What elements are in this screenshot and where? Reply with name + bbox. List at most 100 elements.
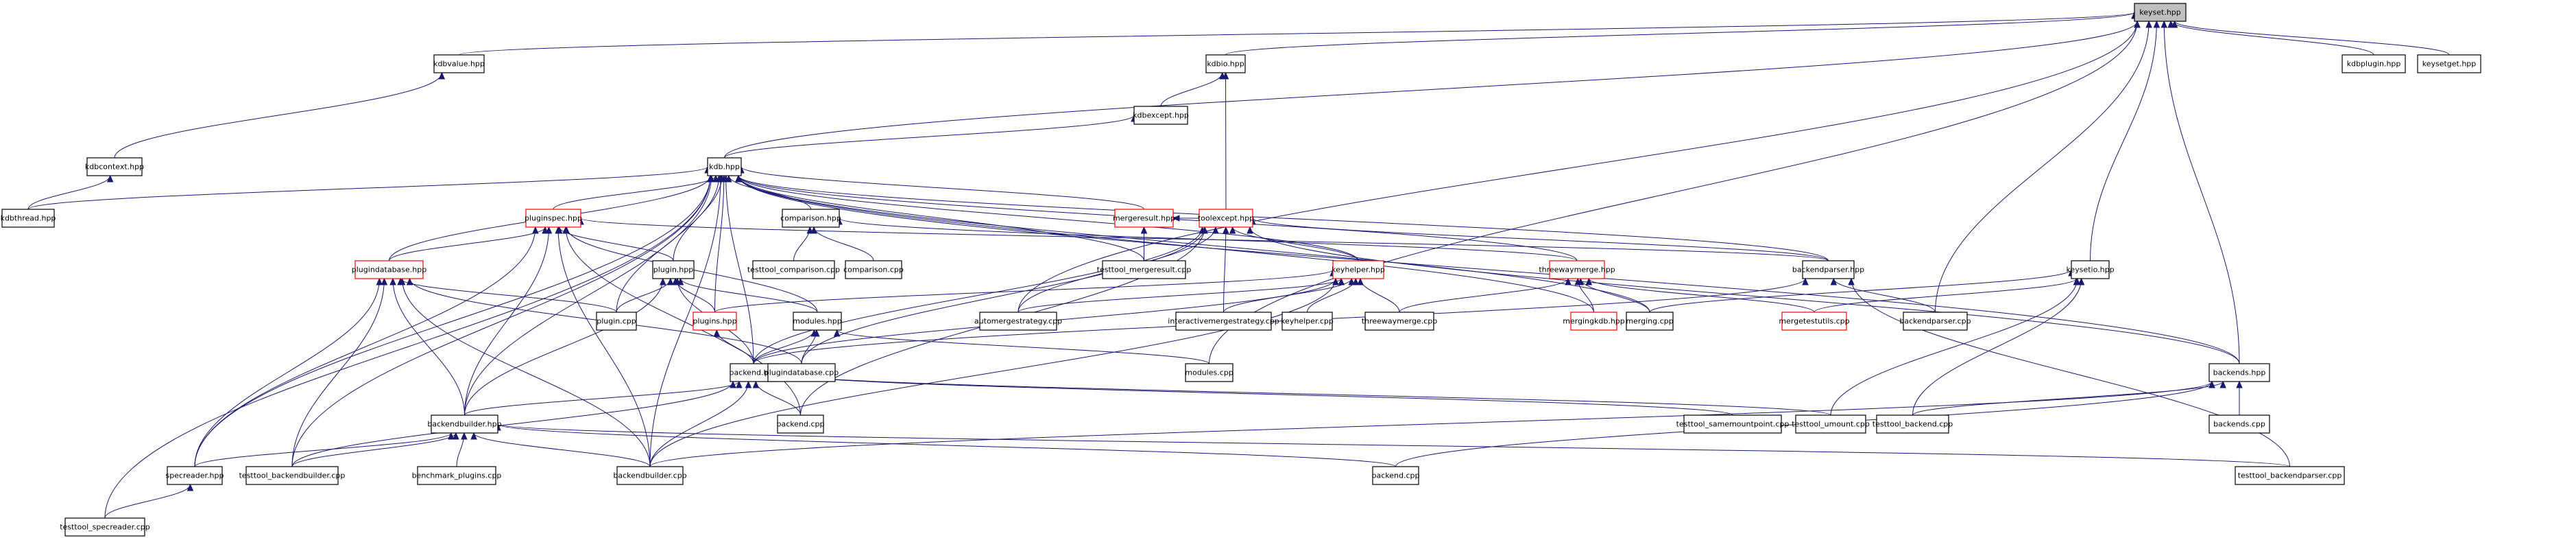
node-label: kdb.hpp [709,163,740,172]
node-threewaymerge-hpp[interactable]: threewaymerge.hpp [1539,260,1615,279]
dependency-edge [389,226,546,261]
node-modules-hpp[interactable]: modules.hpp [793,312,842,331]
node-label: plugin.hpp [653,266,693,274]
node-automergestrategy-cpp[interactable]: automergestrategy.cpp [974,312,1062,331]
node-mergeresult-hpp[interactable]: mergeresult.hpp [1113,209,1175,228]
node-box [1372,466,1419,485]
node-box [1,209,55,228]
node-box [845,260,902,279]
node-plugindatabase-hpp[interactable]: plugindatabase.hpp [352,260,426,279]
node-comparison-cpp[interactable]: comparison.cpp [843,260,904,279]
node-plugindatabase-cpp[interactable]: plugindatabase.cpp [765,363,839,382]
node-toolexcept-hpp[interactable]: toolexcept.hpp [1198,209,1254,228]
node-kdbexcept-hpp[interactable]: kdbexcept.hpp [1133,106,1189,125]
node-backends-hpp[interactable]: backends.hpp [2208,363,2270,382]
dependency-edge [649,278,1336,467]
arrowhead-icon [806,226,814,234]
arrowhead-icon [2208,380,2215,388]
node-benchmark-plugins-cpp[interactable]: benchmark_plugins.cpp [412,466,502,485]
dependency-edge [473,432,651,467]
node-box [1332,260,1384,279]
node-keyhelper-hpp[interactable]: keyhelper.hpp [1332,260,1385,279]
dependency-edge [725,175,754,364]
node-backendbuilder-hpp[interactable]: backendbuilder.hpp [427,414,502,434]
dependency-edge [753,226,1203,364]
dependency-edge [1232,226,1359,261]
node-testtool-umount-cpp[interactable]: testtool_umount.cpp [1792,414,1870,434]
node-testtool-comparison-cpp[interactable]: testtool_comparison.cpp [747,260,840,279]
arrowhead-icon [833,329,841,337]
node-label: kdbplugin.hpp [2347,60,2401,69]
dependency-edge [738,175,1144,261]
node-mergetestutils-cpp[interactable]: mergetestutils.cpp [1779,312,1850,331]
node-label: toolexcept.hpp [1198,214,1254,223]
node-merging-cpp[interactable]: merging.cpp [1626,312,1674,331]
dependency-edge [402,278,651,467]
node-modules-cpp[interactable]: modules.cpp [1185,363,1233,382]
node-backendbuilder-cpp[interactable]: backendbuilder.cpp [613,466,687,485]
node-box [1364,312,1434,331]
node-comparison-hpp[interactable]: comparison.hpp [780,209,841,228]
node-backendparser-hpp[interactable]: backendparser.hpp [1792,260,1864,279]
node-kdbvalue-hpp[interactable]: kdbvalue.hpp [433,54,485,73]
node-box [2417,54,2481,73]
node-mergingkdb-hpp[interactable]: mergingkdb.hpp [1563,312,1625,331]
node-backend-cpp-2[interactable]: backend.cpp [1372,466,1420,485]
node-kdbthread-hpp[interactable]: kdbthread.hpp [1,209,56,228]
node-box [1114,209,1174,228]
node-box [431,414,498,434]
node-backendparser-cpp[interactable]: backendparser.cpp [1899,312,1971,331]
arrowhead-icon [813,329,820,337]
arrowhead-icon [735,174,742,183]
dependency-edge [839,218,1578,261]
node-box [1781,312,1847,331]
node-box [1549,260,1605,279]
dependency-edge [464,381,740,416]
arrowhead-icon [1247,226,1253,234]
dependency-edge [1580,278,1650,313]
dependency-edge [738,175,1594,313]
arrowhead-icon [1585,277,1593,285]
node-label: plugindatabase.hpp [352,266,426,274]
dependency-edge [753,329,815,364]
node-keysetget-hpp[interactable]: keysetget.hpp [2417,54,2481,73]
node-box [2208,363,2270,382]
node-kdbio-hpp[interactable]: kdbio.hpp [1205,54,1246,73]
dependency-edge [1223,226,1227,313]
node-testtool-backendbuilder-cpp[interactable]: testtool_backendbuilder.cpp [239,466,346,485]
node-kdbplugin-hpp[interactable]: kdbplugin.hpp [2342,54,2406,73]
node-pluginspec-hpp[interactable]: pluginspec.hpp [525,209,582,228]
node-backend-cpp[interactable]: backend.cpp [777,414,825,434]
node-keysetio-hpp[interactable]: keysetio.hpp [2066,260,2115,279]
node-threewaymerge-cpp[interactable]: threewaymerge.cpp [1362,312,1437,331]
node-specreader-hpp[interactable]: specreader.hpp [165,466,224,485]
node-keyset-hpp[interactable]: keyset.hpp [2134,3,2187,22]
dependency-edge [649,175,721,467]
arrowhead-icon [1577,277,1585,285]
node-testtool-backendparser-cpp[interactable]: testtool_backendparser.cpp [2235,466,2345,485]
arrowhead-icon [2171,20,2178,28]
dependency-edge [104,484,191,519]
node-testtool-backend-cpp[interactable]: testtool_backend.cpp [1873,414,1953,434]
arrowhead-icon [1201,226,1208,234]
node-kdb-hpp[interactable]: kdb.hpp [707,157,742,176]
node-keyhelper-cpp[interactable]: keyhelper.cpp [1281,312,1334,331]
node-box [793,312,842,331]
node-plugin-cpp[interactable]: plugin.cpp [596,312,637,331]
node-plugin-hpp[interactable]: plugin.hpp [652,260,695,279]
node-backends-cpp[interactable]: backends.cpp [2208,414,2270,434]
node-kdbcontext-hpp[interactable]: kdbcontext.hpp [85,157,144,176]
node-box [1205,54,1246,73]
node-plugins-hpp[interactable]: plugins.hpp [693,312,737,331]
dependency-edge [741,166,1144,210]
arrowhead-icon [470,432,477,440]
node-testtool-samemountpoint-cpp[interactable]: testtool_samemountpoint.cpp [1676,414,1790,434]
node-testtool-specreader-cpp[interactable]: testtool_specreader.cpp [60,517,150,537]
dependency-edge [738,175,1829,261]
dependency-edge [1814,278,2077,313]
arrowhead-icon [186,483,194,491]
dependency-edge [464,226,550,416]
node-testtool-mergeresult-cpp[interactable]: testtool_mergeresult.cpp [1097,260,1192,279]
node-interactivemergestrategy-cpp[interactable]: interactivemergestrategy.cpp [1168,312,1279,331]
arrowhead-icon [1802,277,1809,285]
